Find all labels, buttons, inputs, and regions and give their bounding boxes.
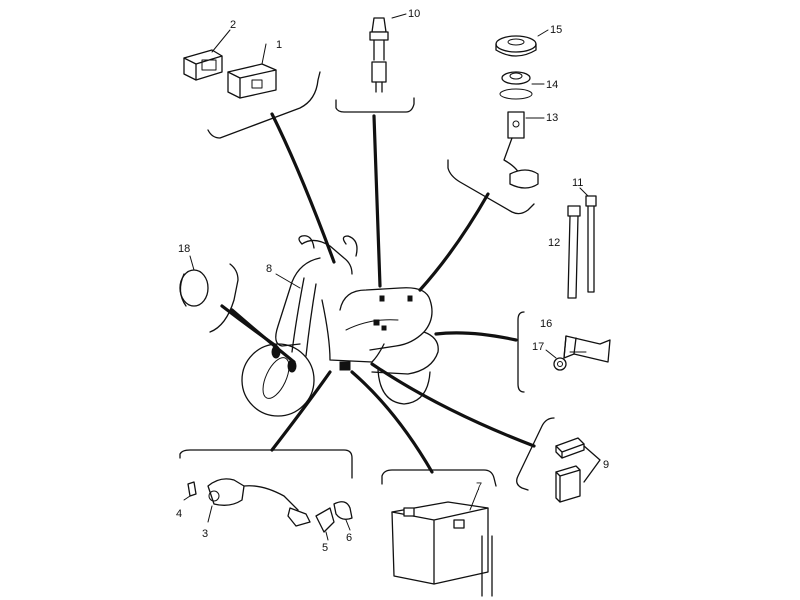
part-11-12-cable-ties [567, 187, 597, 299]
leader-relays [270, 112, 336, 264]
label-13: 13 [546, 112, 558, 124]
part-14-ring [499, 71, 545, 100]
part-10-sensor [369, 13, 407, 93]
leader-fuse-holder [434, 331, 518, 342]
bracket-sensor [335, 97, 415, 113]
location-mark-relay [373, 319, 380, 326]
part-16-17-fuse-holder [545, 335, 611, 371]
label-18: 18 [178, 243, 190, 255]
label-7: 7 [476, 481, 482, 493]
label-11: 11 [572, 177, 583, 189]
front-fork-2 [305, 283, 317, 357]
mirror-right [342, 235, 358, 257]
label-12: 12 [548, 237, 560, 249]
leader-starter-right [230, 308, 296, 364]
part-15-grommet [495, 29, 549, 57]
label-3: 3 [202, 528, 208, 540]
location-mark-battery [339, 361, 351, 371]
location-mark-fuel [407, 295, 413, 302]
bracket-ignition [179, 449, 353, 479]
bracket-battery [381, 469, 497, 487]
leader-ignition [270, 370, 332, 452]
part-18-cap [179, 255, 209, 307]
label-4: 4 [176, 508, 182, 520]
scooter-outline [241, 235, 439, 417]
label-17: 17 [532, 341, 544, 353]
front-shield [275, 257, 321, 347]
leader-sensor [372, 114, 382, 288]
label-8: 8 [266, 263, 272, 275]
handlebar [301, 239, 353, 275]
label-14: 14 [546, 79, 558, 91]
mirror-left [298, 235, 315, 249]
location-mark-relay-2 [381, 325, 387, 331]
rear-body [371, 331, 439, 375]
bracket-fuse-holder [517, 311, 525, 393]
floorboard [321, 299, 385, 363]
label-6: 6 [346, 532, 352, 544]
part-8-leader [275, 273, 301, 289]
location-mark-starter [271, 345, 281, 359]
leader-battery [350, 370, 434, 474]
leader-fuses [370, 362, 536, 448]
label-1: 1 [276, 39, 282, 51]
part-number-labels: 1 2 3 4 5 6 7 8 9 10 11 12 13 14 15 16 1… [176, 8, 609, 554]
seat-body [339, 287, 433, 351]
label-15: 15 [550, 24, 562, 36]
part-13-fuel-sender [503, 111, 545, 189]
group-brackets [179, 71, 555, 491]
leader-lines [220, 112, 536, 474]
label-9: 9 [603, 459, 609, 471]
part-7-battery [391, 489, 493, 597]
label-16: 16 [540, 318, 552, 330]
location-mark-sensor [379, 295, 385, 302]
label-5: 5 [322, 542, 328, 554]
location-mark-starter-2 [287, 359, 297, 373]
leader-fuel-sender [418, 192, 490, 292]
part-9-fuses [555, 437, 601, 503]
bracket-relays [207, 71, 321, 139]
part-2-coupler [183, 29, 231, 81]
rear-wheel [377, 369, 431, 405]
bracket-starter-relay [209, 263, 239, 333]
label-2: 2 [230, 19, 236, 31]
front-fork [291, 277, 305, 353]
part-3-6-ignition [183, 478, 353, 541]
bracket-fuses [516, 417, 555, 491]
front-wheel-hub [262, 357, 290, 399]
part-1-relay [227, 43, 277, 99]
label-10: 10 [408, 8, 420, 20]
body-panel-line [345, 319, 399, 331]
